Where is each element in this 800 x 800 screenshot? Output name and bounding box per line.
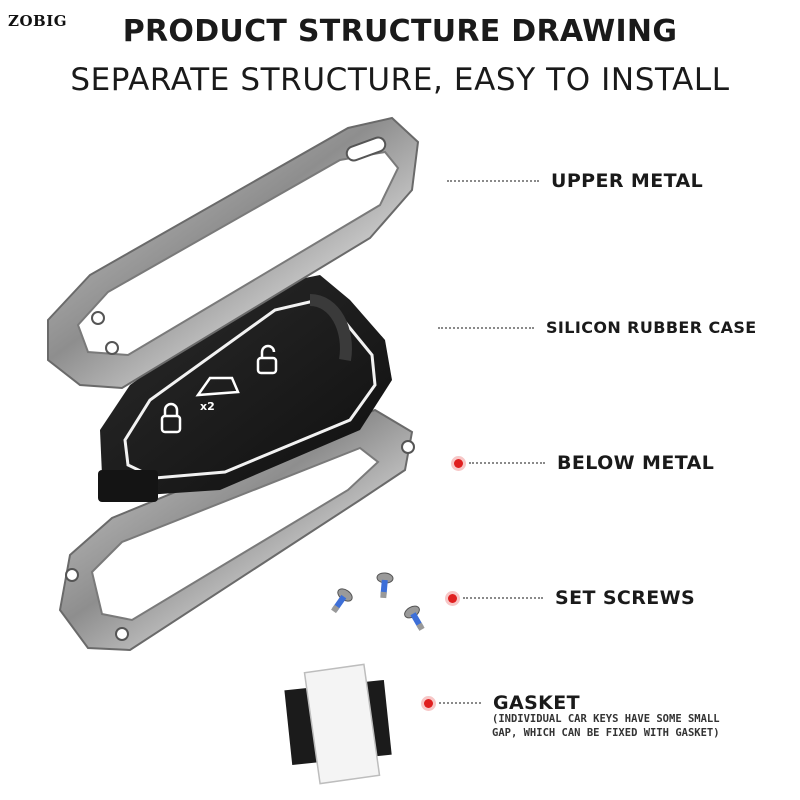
callout-upper-metal: UPPER METAL — [447, 170, 703, 192]
lock-icon — [160, 402, 182, 434]
label-below-metal: BELOW METAL — [557, 452, 715, 474]
gasket-icon — [284, 663, 392, 785]
gasket-note: (INDIVIDUAL CAR KEYS HAVE SOME SMALL GAP… — [492, 713, 720, 739]
screw-icon — [331, 572, 425, 631]
callout-below-metal: BELOW METAL — [454, 452, 714, 474]
trunk-icon: x2 — [195, 376, 240, 413]
svg-text:x2: x2 — [200, 400, 215, 413]
callout-silicon-rubber-case: SILICON RUBBER CASE — [438, 318, 757, 337]
label-set-screws: SET SCREWS — [555, 587, 696, 609]
upper-metal-frame — [47, 116, 420, 390]
red-marker-icon — [454, 458, 463, 468]
label-silicon-rubber-case: SILICON RUBBER CASE — [546, 318, 757, 337]
page-subtitle: SEPARATE STRUCTURE, EASY TO INSTALL — [70, 62, 730, 98]
unlock-icon — [256, 344, 278, 375]
red-marker-icon — [448, 593, 457, 603]
label-upper-metal: UPPER METAL — [551, 170, 704, 192]
silicon-rubber-case: x2 — [98, 275, 392, 502]
brand-logo: ZOBIG — [8, 12, 68, 30]
page-title: PRODUCT STRUCTURE DRAWING — [122, 14, 678, 49]
callout-set-screws: SET SCREWS — [448, 587, 695, 609]
red-marker-icon — [424, 698, 433, 708]
callout-gasket: GASKET — [424, 692, 580, 714]
label-gasket: GASKET — [493, 692, 581, 714]
